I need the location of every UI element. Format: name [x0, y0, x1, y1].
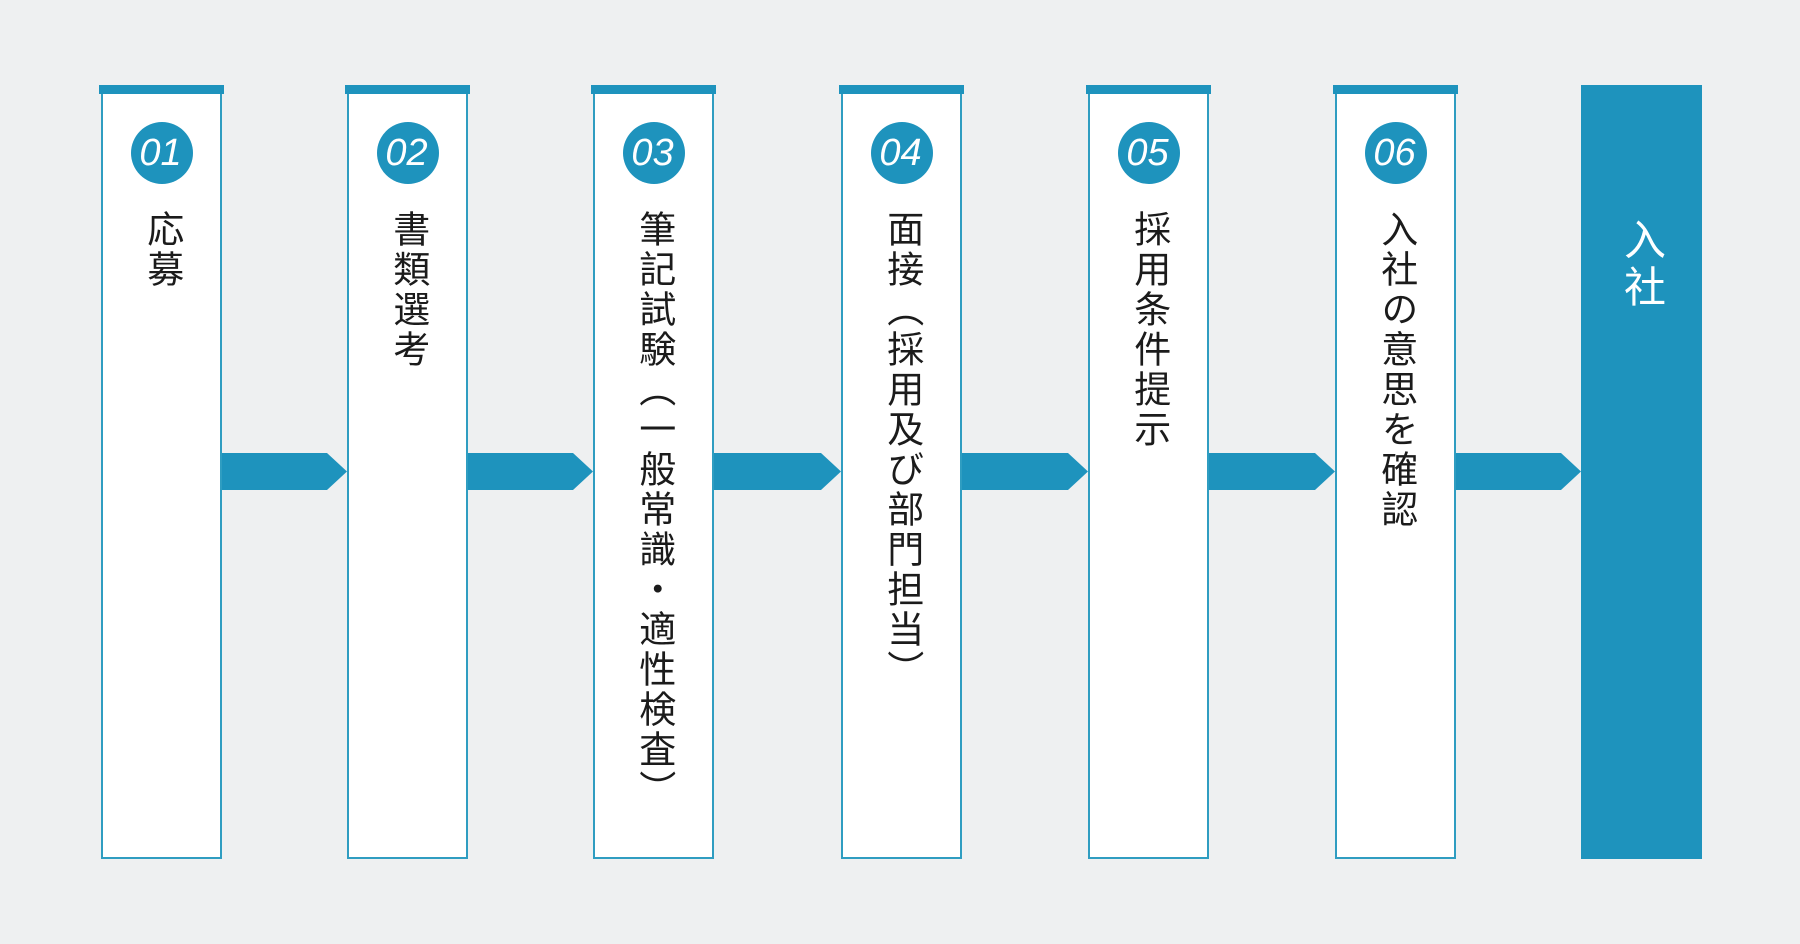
step-number: 04 — [879, 132, 922, 174]
step-card: 04 面接（採用及び部門担当） — [839, 85, 964, 859]
step-card: 01 応募 — [99, 85, 224, 859]
step-number-badge: 05 — [1117, 122, 1180, 184]
step-card: 05 採用条件提示 — [1086, 85, 1211, 859]
step-card: 02 書類選考 — [345, 85, 470, 859]
flow-arrow-icon — [468, 453, 593, 490]
step-label: 書類選考 — [387, 210, 429, 370]
step-number-badge: 01 — [130, 122, 193, 184]
step-number: 06 — [1373, 132, 1416, 174]
flow-arrow-icon — [962, 453, 1088, 490]
step-label: 筆記試験（一般常識・適性検査） — [633, 210, 675, 810]
flow-arrow-icon — [1456, 453, 1581, 490]
step-card: 06 入社の意思を確認 — [1333, 85, 1458, 859]
step-card-top-bar — [345, 85, 470, 94]
flow-arrow-icon — [714, 453, 841, 490]
step-number: 05 — [1126, 132, 1169, 174]
step-number: 01 — [139, 132, 182, 174]
step-label: 入社の意思を確認 — [1375, 210, 1417, 530]
step-card-top-bar — [99, 85, 224, 94]
step-card: 03 筆記試験（一般常識・適性検査） — [591, 85, 716, 859]
step-card-top-bar — [839, 85, 964, 94]
step-number-badge: 03 — [622, 122, 685, 184]
flow-arrow-icon — [1209, 453, 1335, 490]
step-label: 採用条件提示 — [1128, 210, 1170, 450]
step-label: 面接（採用及び部門担当） — [881, 210, 923, 690]
step-card-top-bar — [1086, 85, 1211, 94]
flow-arrow-icon — [222, 453, 347, 490]
step-card-top-bar — [1333, 85, 1458, 94]
step-card-top-bar — [591, 85, 716, 94]
step-number: 03 — [631, 132, 674, 174]
step-number-badge: 04 — [870, 122, 933, 184]
step-label: 応募 — [141, 210, 183, 290]
step-number-badge: 06 — [1364, 122, 1427, 184]
step-number-badge: 02 — [376, 122, 439, 184]
step-number: 02 — [385, 132, 428, 174]
final-step-block: 入社 — [1581, 85, 1702, 859]
final-step-label: 入社 — [1618, 218, 1666, 312]
